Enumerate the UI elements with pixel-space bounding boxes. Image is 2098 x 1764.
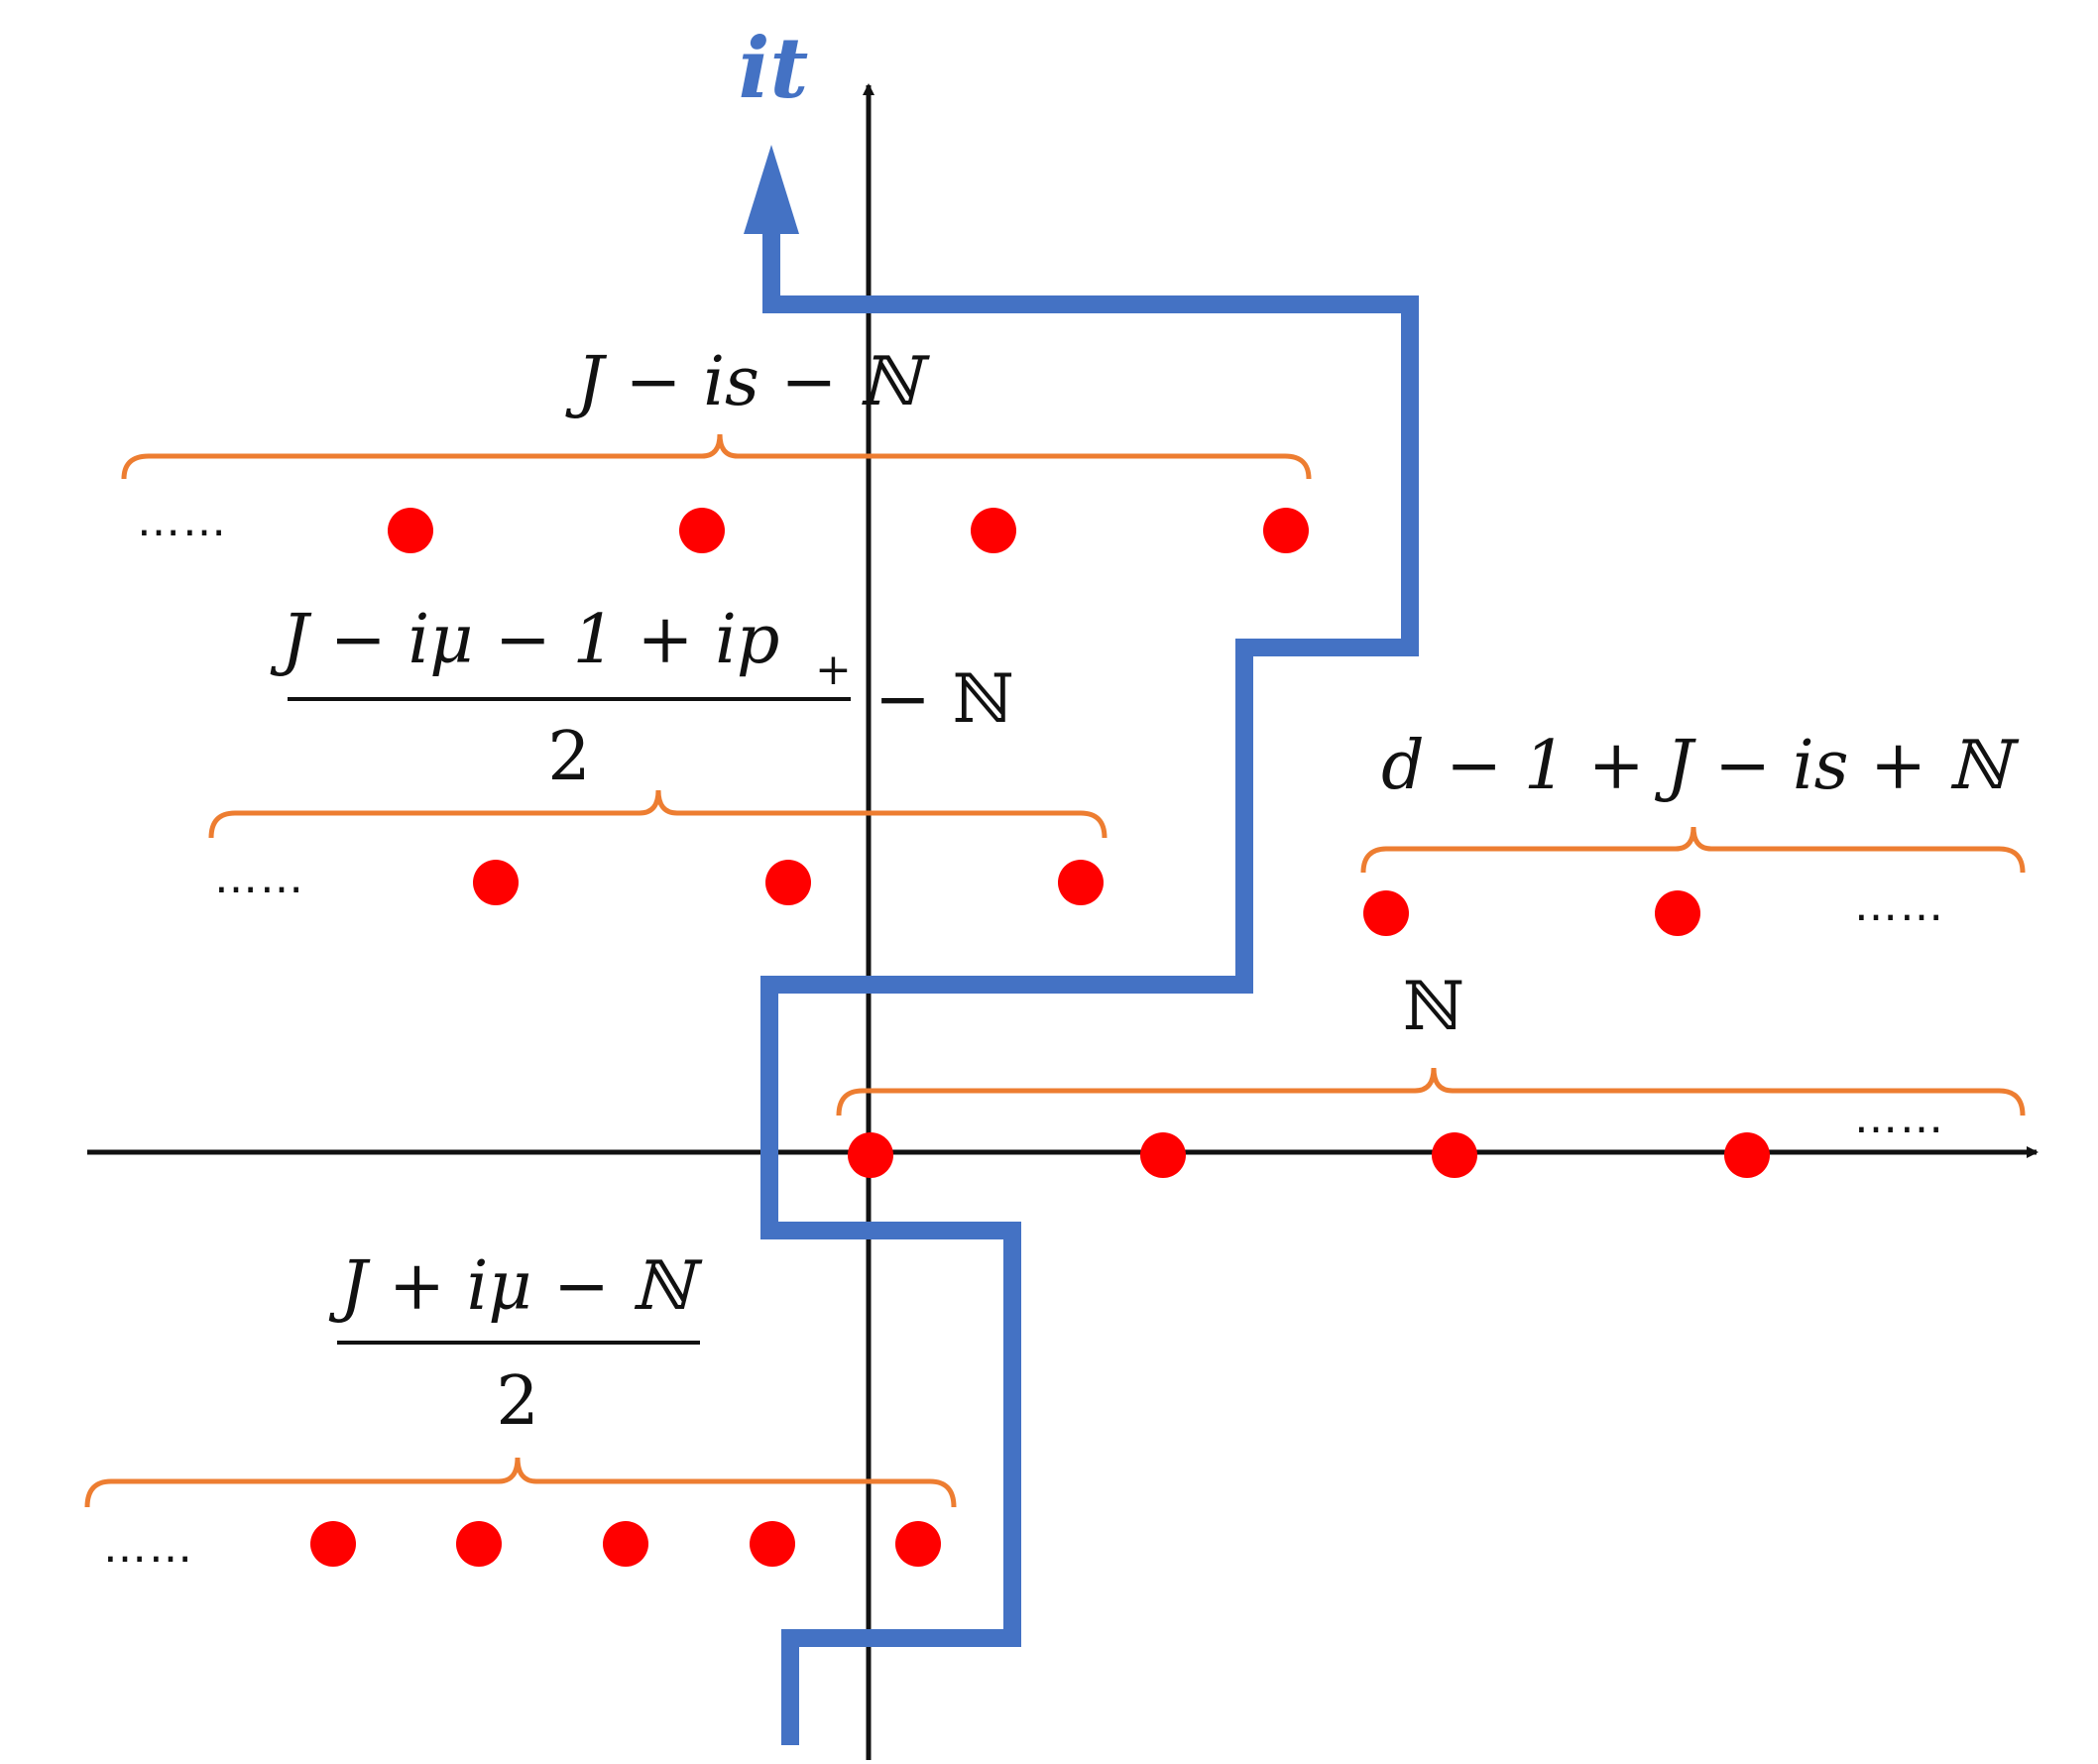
pole [388, 508, 433, 553]
ellipsis-naturals: …… [1854, 1093, 1945, 1143]
pole [848, 1132, 893, 1178]
poles-right-family [1363, 890, 1700, 936]
pole [1655, 890, 1700, 936]
integration-contour [760, 226, 1419, 1745]
poles-top-family [388, 508, 1309, 553]
pole [765, 860, 811, 905]
pole [895, 1521, 941, 1567]
ellipsis-second-family: …… [214, 853, 305, 903]
brace-naturals [836, 1067, 2026, 1117]
ellipsis-right-family: …… [1854, 881, 1945, 931]
ellipsis-bottom-family: …… [103, 1522, 194, 1573]
brace-bottom-family [84, 1457, 957, 1508]
pole [456, 1521, 502, 1567]
label-naturals: ℕ [1403, 968, 1464, 1046]
brace-right-family [1360, 826, 2026, 874]
label-top-family: J − is − ℕ [565, 343, 930, 421]
poles-naturals [848, 1132, 1770, 1178]
poles-second-family [473, 860, 1104, 905]
second-family-denominator: 2 [547, 718, 590, 796]
bottom-family-numerator: J + iμ − ℕ [328, 1247, 703, 1326]
contour-label: it [739, 19, 809, 117]
brace-top-family [121, 433, 1312, 480]
ellipsis-top-family: …… [137, 496, 228, 546]
label-second-family: J − iμ − 1 + ip + 2 − ℕ [270, 601, 1014, 796]
label-right-family: d − 1 + J − is + ℕ [1381, 727, 2020, 805]
pole [1140, 1132, 1186, 1178]
contour-arrowhead [744, 145, 799, 234]
second-family-suffix: − ℕ [874, 660, 1014, 739]
label-bottom-family: J + iμ − ℕ 2 [328, 1247, 703, 1441]
poles-bottom-family [310, 1521, 941, 1567]
bottom-family-denominator: 2 [496, 1362, 538, 1441]
pole [679, 508, 725, 553]
pole [473, 860, 519, 905]
brace-second-family [208, 789, 1107, 839]
pole [750, 1521, 795, 1567]
pole [603, 1521, 648, 1567]
pole [971, 508, 1016, 553]
pole [1263, 508, 1309, 553]
second-family-numerator: J − iμ − 1 + ip [270, 601, 779, 679]
second-family-subscript: + [815, 645, 852, 695]
pole [1363, 890, 1409, 936]
pole [1724, 1132, 1770, 1178]
pole [1058, 860, 1104, 905]
pole [310, 1521, 356, 1567]
pole [1432, 1132, 1477, 1178]
